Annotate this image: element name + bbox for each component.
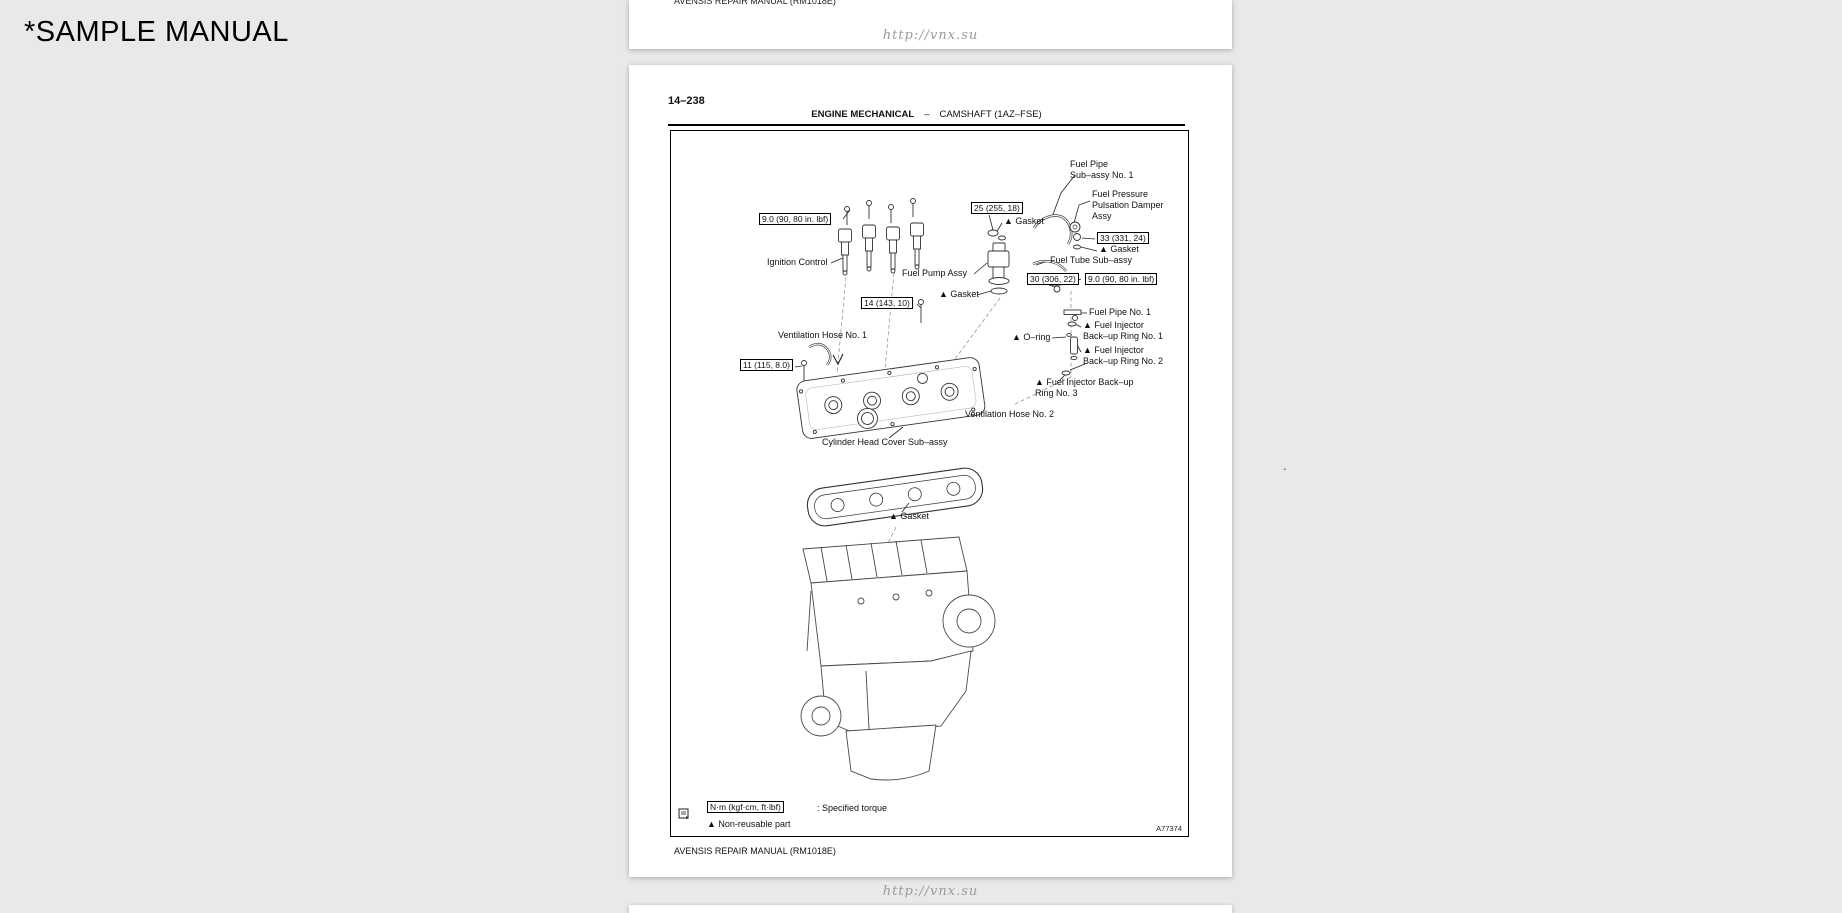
label-fuel-pressure-damper: Fuel Pressure Pulsation Damper Assy (1092, 189, 1164, 221)
leader-lines (794, 174, 1098, 513)
label-injector-backup-ring-3: ▲ Fuel Injector Back–up Ring No. 3 (1035, 377, 1134, 398)
fuel-pump-drawing (987, 229, 1010, 295)
header-topic: CAMSHAFT (1AZ–FSE) (939, 109, 1042, 120)
torque-damper: 33 (331, 24) (1097, 232, 1149, 244)
current-page-footer: AVENSIS REPAIR MANUAL (RM1018E) (674, 846, 836, 856)
head-cover-drawing (796, 357, 986, 439)
label-fuel-pipe-no1: Fuel Pipe No. 1 (1089, 307, 1152, 317)
label-gasket-b: ▲ Gasket (1099, 244, 1139, 254)
label-injector-backup-ring-2: ▲ Fuel Injector Back–up Ring No. 2 (1083, 345, 1164, 366)
sample-manual-label: *SAMPLE MANUAL (24, 16, 289, 48)
fuel-injector-drawing (1061, 309, 1082, 376)
pdf-page-current: 14–238 ENGINE MECHANICAL–CAMSHAFT (1AZ–F… (629, 65, 1232, 877)
torque-pump-bolts: 25 (255, 18) (971, 202, 1023, 214)
legend-torque-box: N·m (kgf·cm, ft·lbf) (707, 801, 784, 813)
ignition-coils-drawing (838, 222, 924, 276)
label-fuel-pipe-subassy: Fuel Pipe Sub–assy No. 1 (1070, 159, 1134, 180)
header-dash: – (924, 109, 930, 120)
label-vent-hose-2: Ventilation Hose No. 2 (965, 409, 1055, 419)
label-head-cover: Cylinder Head Cover Sub–assy (822, 437, 948, 447)
watermark-link-top[interactable]: http://vnx.su (882, 28, 979, 43)
pdf-page-previous: AVENSIS REPAIR MANUAL (RM1018E) http://v… (629, 0, 1232, 49)
engine-block-drawing (800, 536, 996, 781)
torque-tube-bolts: 9.0 (90, 80 in. lbf) (1085, 273, 1158, 285)
label-ignition-control: Ignition Control (767, 257, 828, 267)
label-injector-backup-ring-1: ▲ Fuel Injector Back–up Ring No. 1 (1083, 320, 1164, 341)
cover-gasket-drawing (806, 467, 984, 527)
pdf-page-next (629, 905, 1232, 913)
watermark-link-bottom[interactable]: http://vnx.su (882, 884, 979, 899)
label-fuel-tube-subassy: Fuel Tube Sub–assy (1050, 255, 1133, 265)
exploded-diagram-drawing (794, 174, 1098, 781)
legend-torque-text: : Specified torque (817, 803, 888, 813)
header-section: ENGINE MECHANICAL (811, 109, 915, 120)
exploded-diagram-figure: 9.0 (90, 80 in. lbf) 25 (255, 18) 33 (33… (670, 130, 1189, 837)
page-number: 14–238 (668, 95, 705, 107)
bolts-drawing (801, 198, 924, 383)
torque-coil-bolts: 9.0 (90, 80 in. lbf) (759, 213, 832, 225)
stray-mark: . (1283, 458, 1287, 473)
label-gasket-c: ▲ Gasket (939, 289, 979, 299)
torque-tube-union: 30 (306, 22) (1027, 273, 1079, 285)
label-vent-hose-1: Ventilation Hose No. 1 (778, 330, 868, 340)
figure-id: A77374 (1156, 824, 1182, 833)
label-fuel-pump-assy: Fuel Pump Assy (902, 268, 968, 278)
page-header: ENGINE MECHANICAL–CAMSHAFT (1AZ–FSE) (668, 109, 1185, 126)
previous-page-footer: AVENSIS REPAIR MANUAL (RM1018E) (674, 0, 836, 6)
torque-cover-bolts: 11 (115, 8.0) (740, 359, 793, 371)
label-gasket-a: ▲ Gasket (1004, 216, 1044, 226)
label-gasket-cover: ▲ Gasket (889, 511, 929, 521)
torque-pump-bracket: 14 (143, 10) (861, 297, 913, 309)
legend-nonreusable-text: ▲ Non-reusable part (707, 819, 791, 829)
label-o-ring: ▲ O–ring (1012, 332, 1051, 342)
